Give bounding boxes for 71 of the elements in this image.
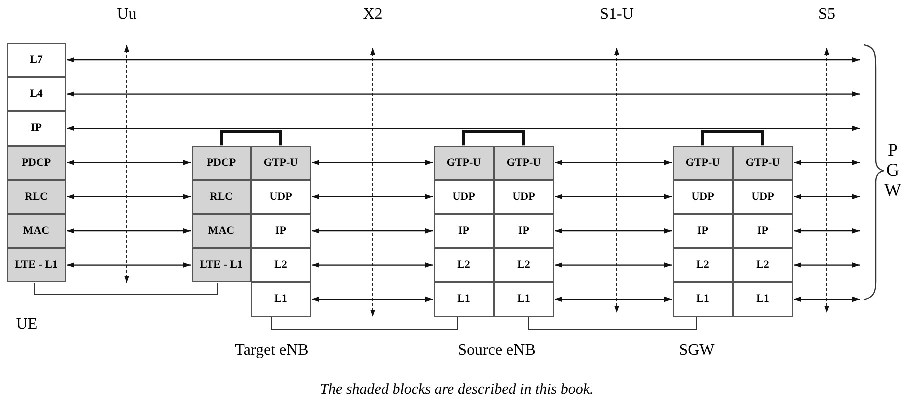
protocol-layer-box: GTP-U: [733, 146, 793, 180]
protocol-layer-box: MAC: [192, 214, 251, 248]
network-element-label: SGW: [679, 342, 715, 360]
arrow: [794, 296, 860, 302]
arrow: [312, 228, 433, 234]
protocol-layer-box: L1: [494, 282, 554, 317]
protocol-layer-box: L1: [673, 282, 733, 317]
connector-bracket: [702, 130, 764, 146]
arrow: [67, 194, 191, 200]
protocol-layer-box: MAC: [7, 214, 66, 248]
protocol-layer-box: LTE - L1: [7, 248, 66, 282]
protocol-layer-box: L1: [434, 282, 494, 317]
arrow: [312, 194, 433, 200]
arrow: [555, 228, 672, 234]
network-element-label: Target eNB: [235, 342, 309, 360]
protocol-layer-box: LTE - L1: [192, 248, 251, 282]
arrow: [67, 57, 860, 63]
arrow: [67, 160, 191, 166]
network-element-label: Source eNB: [458, 342, 536, 360]
interface-label: S5: [818, 6, 836, 24]
protocol-layer-box: L7: [7, 43, 66, 78]
arrow: [794, 194, 860, 200]
arrow: [67, 126, 860, 132]
arrow: [312, 262, 433, 268]
protocol-layer-box: L2: [673, 248, 733, 282]
arrow: [555, 160, 672, 166]
protocol-layer-box: L1: [251, 282, 311, 317]
caption: The shaded blocks are described in this book.: [320, 382, 594, 399]
protocol-layer-box: L2: [251, 248, 311, 282]
protocol-layer-box: IP: [494, 214, 554, 248]
interface-label: X2: [363, 6, 383, 24]
connector-bracket: [462, 130, 526, 146]
arrow: [312, 296, 433, 302]
protocol-layer-box: L4: [7, 77, 66, 112]
arrow: [794, 262, 860, 268]
protocol-layer-box: IP: [673, 214, 733, 248]
connector-bracket: [220, 130, 282, 146]
protocol-layer-box: GTP-U: [251, 146, 311, 180]
arrow: [555, 262, 672, 268]
network-element-label: UE: [16, 316, 38, 334]
interface-label: Uu: [117, 6, 137, 24]
arrow: [67, 228, 191, 234]
protocol-layer-box: UDP: [673, 180, 733, 214]
protocol-layer-box: L1: [733, 282, 793, 317]
protocol-layer-box: UDP: [494, 180, 554, 214]
protocol-layer-box: UDP: [251, 180, 311, 214]
arrow: [312, 160, 433, 166]
protocol-layer-box: GTP-U: [494, 146, 554, 180]
arrow: [794, 228, 860, 234]
protocol-layer-box: L2: [733, 248, 793, 282]
protocol-layer-box: L2: [494, 248, 554, 282]
protocol-layer-box: GTP-U: [434, 146, 494, 180]
arrow: [794, 160, 860, 166]
arrow: [67, 262, 191, 268]
protocol-layer-box: UDP: [434, 180, 494, 214]
protocol-layer-box: GTP-U: [673, 146, 733, 180]
protocol-layer-box: IP: [7, 111, 66, 146]
network-element-label: P G W: [884, 133, 902, 209]
protocol-layer-box: UDP: [733, 180, 793, 214]
protocol-layer-box: RLC: [192, 180, 251, 214]
arrow: [67, 92, 860, 97]
arrow: [555, 194, 672, 200]
protocol-layer-box: IP: [434, 214, 494, 248]
protocol-layer-box: RLC: [7, 180, 66, 214]
arrow: [555, 296, 672, 302]
protocol-layer-box: L2: [434, 248, 494, 282]
protocol-layer-box: PDCP: [7, 146, 66, 180]
interface-label: S1-U: [600, 6, 634, 24]
protocol-layer-box: IP: [733, 214, 793, 248]
protocol-layer-box: IP: [251, 214, 311, 248]
protocol-layer-box: PDCP: [192, 146, 251, 180]
